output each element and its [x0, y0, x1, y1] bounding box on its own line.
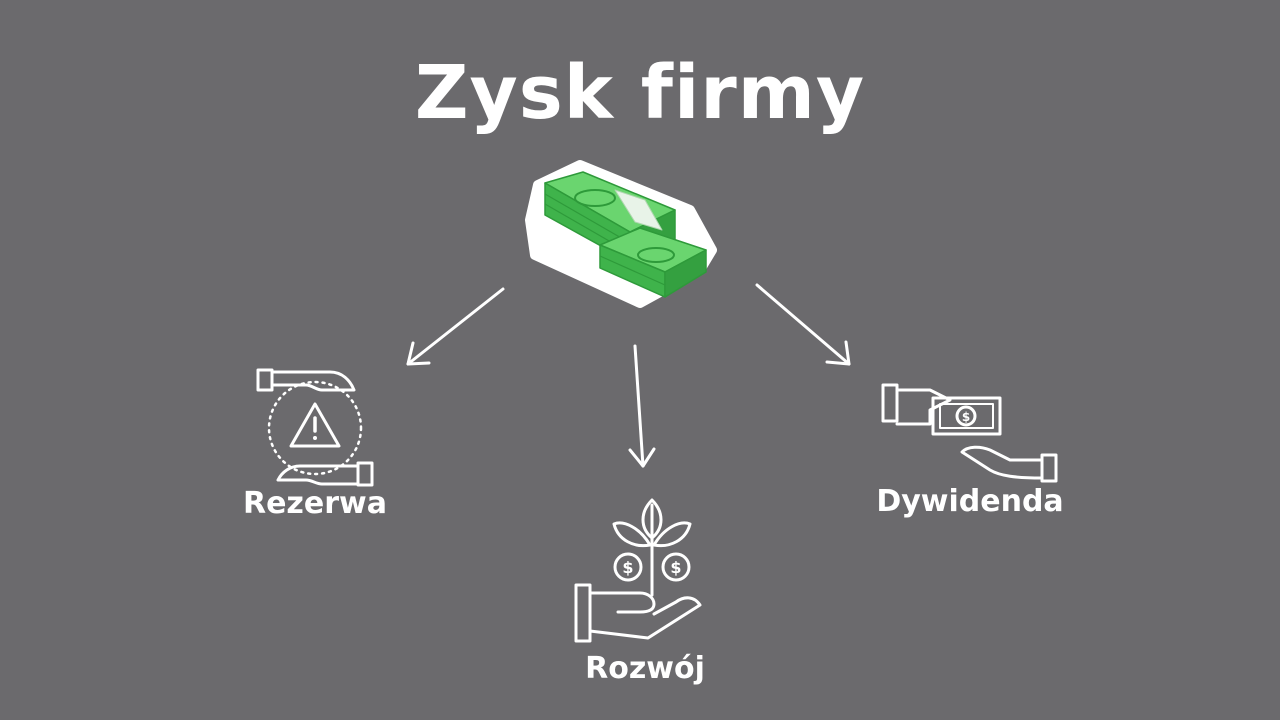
- branch-label-rezerwa: Rezerwa: [242, 486, 387, 521]
- svg-text:$: $: [622, 558, 633, 577]
- page-title: Zysk firmy: [414, 50, 866, 136]
- branch-label-rozwoj: Rozwój: [585, 651, 705, 686]
- svg-text:$: $: [962, 410, 970, 424]
- money-stack-icon: [525, 160, 717, 308]
- hands-exchange-money-icon: $: [881, 383, 1058, 483]
- branch-label-dywidenda: Dywidenda: [876, 484, 1064, 519]
- arrow-to-dywidenda: [755, 283, 851, 366]
- hand-warning-icon: [256, 368, 374, 487]
- hand-plant-money-icon: $ $: [574, 498, 702, 643]
- arrow-to-rezerwa: [406, 287, 505, 366]
- arrow-to-rozwoj: [628, 344, 656, 468]
- svg-text:$: $: [670, 558, 681, 577]
